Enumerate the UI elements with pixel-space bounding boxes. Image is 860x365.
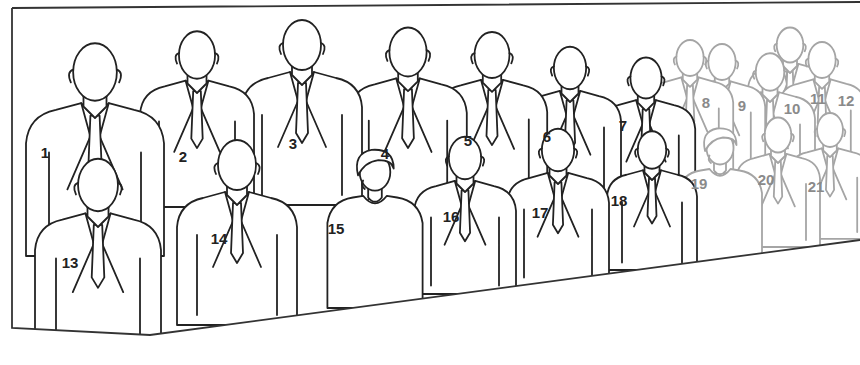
callout-number: 16	[443, 209, 460, 224]
front-row	[35, 113, 860, 353]
callout-number: 3	[289, 136, 297, 151]
callout-number: 14	[211, 231, 228, 246]
callout-number: 4	[381, 146, 389, 161]
person-figure	[607, 131, 697, 270]
callout-number: 9	[738, 98, 746, 113]
callout-number: 2	[179, 149, 187, 164]
callout-number: 12	[838, 93, 855, 108]
frame-outline	[12, 2, 860, 335]
callout-number: 20	[758, 172, 775, 187]
person-figure	[414, 137, 516, 294]
callout-number: 17	[532, 205, 549, 220]
person-figure	[35, 159, 161, 353]
person-figure	[177, 140, 297, 325]
callout-number: 19	[691, 176, 708, 191]
callout-number: 21	[808, 179, 825, 194]
callout-number: 5	[464, 133, 472, 148]
callout-number: 8	[702, 95, 710, 110]
person-figure	[327, 150, 422, 308]
callout-number: 18	[611, 193, 628, 208]
callout-number: 7	[619, 118, 627, 133]
callout-number: 6	[543, 129, 551, 144]
callout-number: 1	[41, 145, 49, 160]
callout-number: 10	[784, 101, 801, 116]
callout-number: 13	[62, 255, 79, 270]
person-figure	[507, 129, 609, 286]
person-figure	[242, 20, 362, 205]
people-illustration	[26, 20, 860, 353]
callout-number: 11	[810, 91, 826, 106]
callout-number: 15	[328, 221, 345, 236]
